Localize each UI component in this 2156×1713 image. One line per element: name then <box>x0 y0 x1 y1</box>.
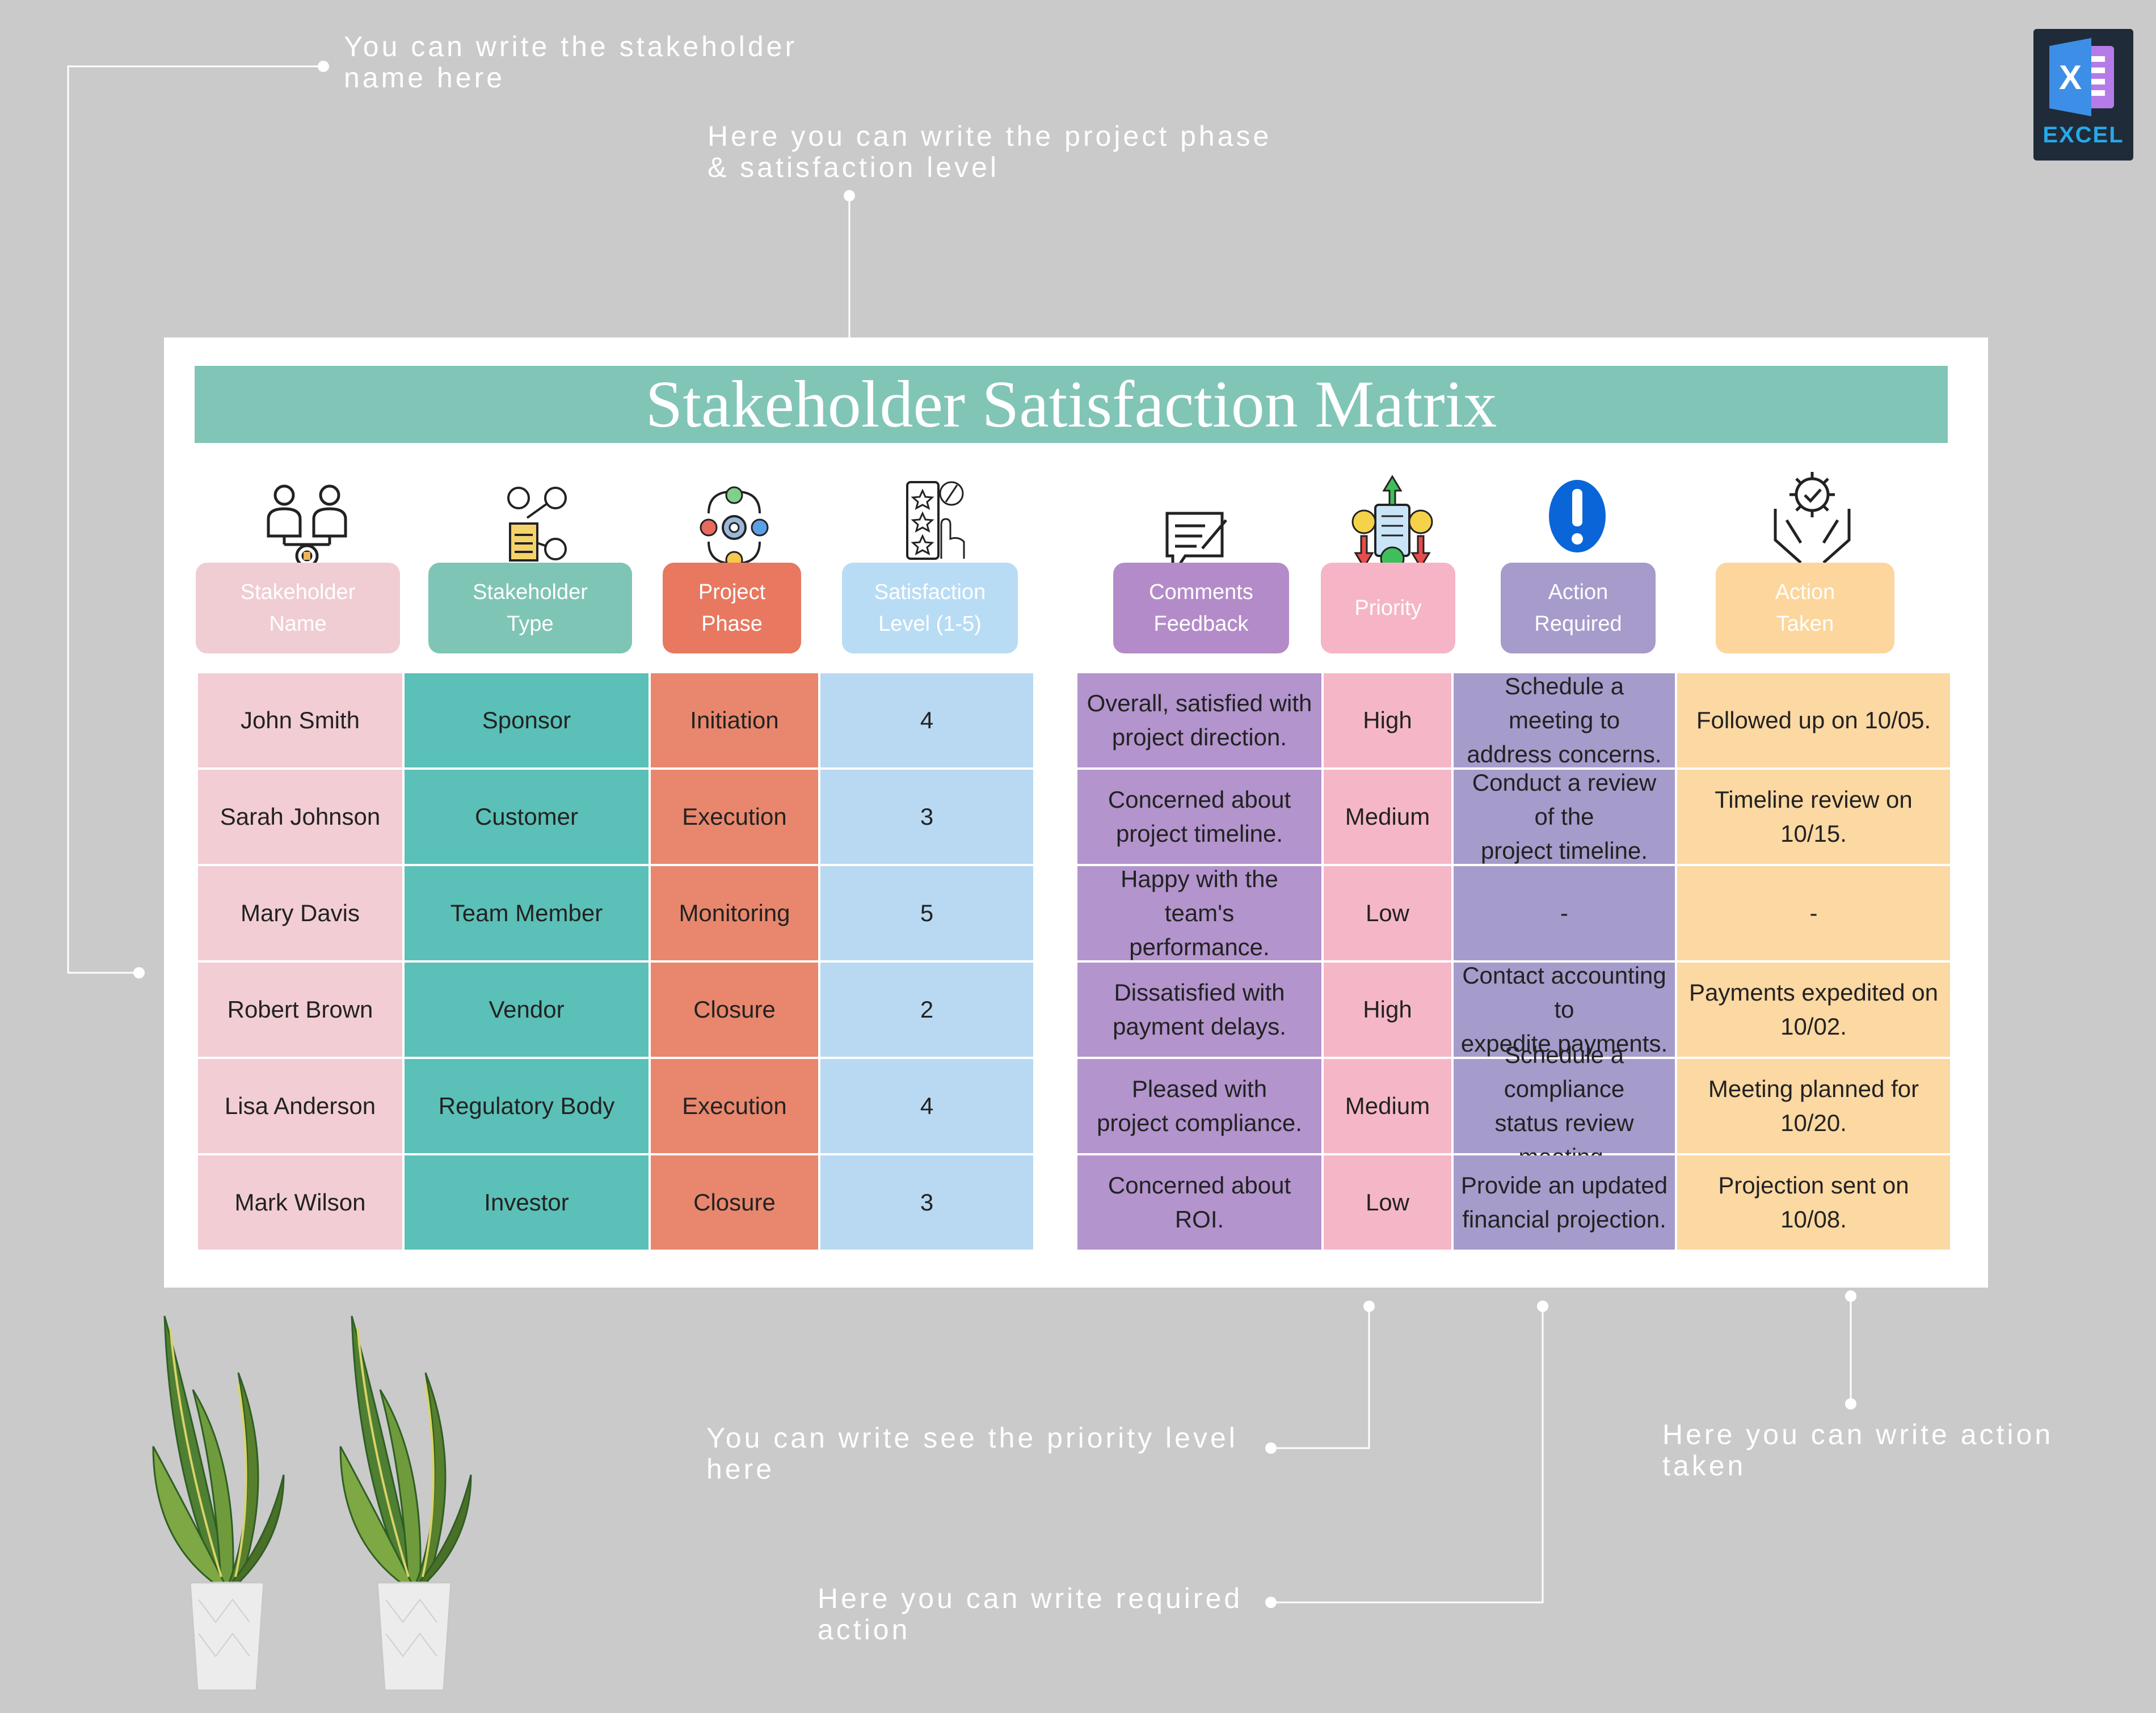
cell-priority: Medium <box>1324 1059 1451 1153</box>
cell-project-phase: Closure <box>651 1155 818 1250</box>
cell-satisfaction-level: 2 <box>820 963 1033 1057</box>
cell-stakeholder-type: Sponsor <box>405 673 649 767</box>
title-bar: Stakeholder Satisfaction Matrix <box>195 366 1948 443</box>
cell-satisfaction-level: 4 <box>820 1059 1033 1153</box>
cell-stakeholder-type: Vendor <box>405 963 649 1057</box>
plant-image-right <box>339 1315 472 1691</box>
cell-action-taken: Payments expedited on 10/02. <box>1677 963 1950 1057</box>
excel-logo: X EXCEL <box>2033 29 2133 161</box>
stakeholder-icon <box>267 484 347 568</box>
cell-priority: Low <box>1324 866 1451 960</box>
cell-stakeholder-name: Lisa Anderson <box>198 1059 402 1153</box>
cell-stakeholder-name: Sarah Johnson <box>198 770 402 864</box>
matrix-card: Stakeholder Satisfaction Matrix <box>164 337 1988 1288</box>
network-icon <box>507 487 567 562</box>
gears-cycle-icon <box>700 486 769 569</box>
cell-stakeholder-type: Customer <box>405 770 649 864</box>
cell-action-taken: Projection sent on 10/08. <box>1677 1155 1950 1250</box>
cell-project-phase: Execution <box>651 1059 818 1153</box>
star-rating-icon <box>906 481 965 560</box>
cell-action-required: - <box>1454 866 1675 960</box>
svg-text:X: X <box>2059 58 2082 96</box>
cell-project-phase: Closure <box>651 963 818 1057</box>
cell-satisfaction-level: 3 <box>820 770 1033 864</box>
matrix-title: Stakeholder Satisfaction Matrix <box>645 367 1497 441</box>
cell-comments: Concerned about ROI. <box>1077 1155 1321 1250</box>
cell-action-taken: Meeting planned for 10/20. <box>1677 1059 1950 1153</box>
priority-icon <box>1351 475 1433 571</box>
callout-stakeholder-name: You can write the stakeholder name here <box>344 31 798 94</box>
cell-action-taken: Followed up on 10/05. <box>1677 673 1950 767</box>
cell-project-phase: Execution <box>651 770 818 864</box>
excel-label: EXCEL <box>2043 123 2124 147</box>
cell-stakeholder-type: Investor <box>405 1155 649 1250</box>
exclamation-icon <box>1549 480 1606 552</box>
cell-satisfaction-level: 4 <box>820 673 1033 767</box>
excel-book-icon: X <box>2049 38 2114 116</box>
cell-priority: High <box>1324 673 1451 767</box>
cell-project-phase: Initiation <box>651 673 818 767</box>
cell-stakeholder-type: Regulatory Body <box>405 1059 649 1153</box>
cell-action-taken: - <box>1677 866 1950 960</box>
cell-stakeholder-name: Robert Brown <box>198 963 402 1057</box>
header-priority: Priority <box>1321 563 1455 653</box>
cell-satisfaction-level: 3 <box>820 1155 1033 1250</box>
cell-priority: Medium <box>1324 770 1451 864</box>
callout-priority: You can write see the priority level her… <box>706 1422 1238 1485</box>
callout-required-action: Here you can write required action <box>818 1583 1243 1646</box>
cell-priority: Low <box>1324 1155 1451 1250</box>
cell-priority: High <box>1324 963 1451 1057</box>
cell-stakeholder-name: Mark Wilson <box>198 1155 402 1250</box>
cell-stakeholder-name: John Smith <box>198 673 402 767</box>
cell-stakeholder-name: Mary Davis <box>198 866 402 960</box>
callout-project-phase: Here you can write the project phase & s… <box>708 120 1272 183</box>
hands-gear-icon <box>1774 472 1851 564</box>
cell-stakeholder-type: Team Member <box>405 866 649 960</box>
callout-action-taken: Here you can write action taken <box>1662 1419 2054 1482</box>
cell-satisfaction-level: 5 <box>820 866 1033 960</box>
cell-project-phase: Monitoring <box>651 866 818 960</box>
cell-action-taken: Timeline review on 10/15. <box>1677 770 1950 864</box>
plant-image-left <box>152 1315 285 1691</box>
